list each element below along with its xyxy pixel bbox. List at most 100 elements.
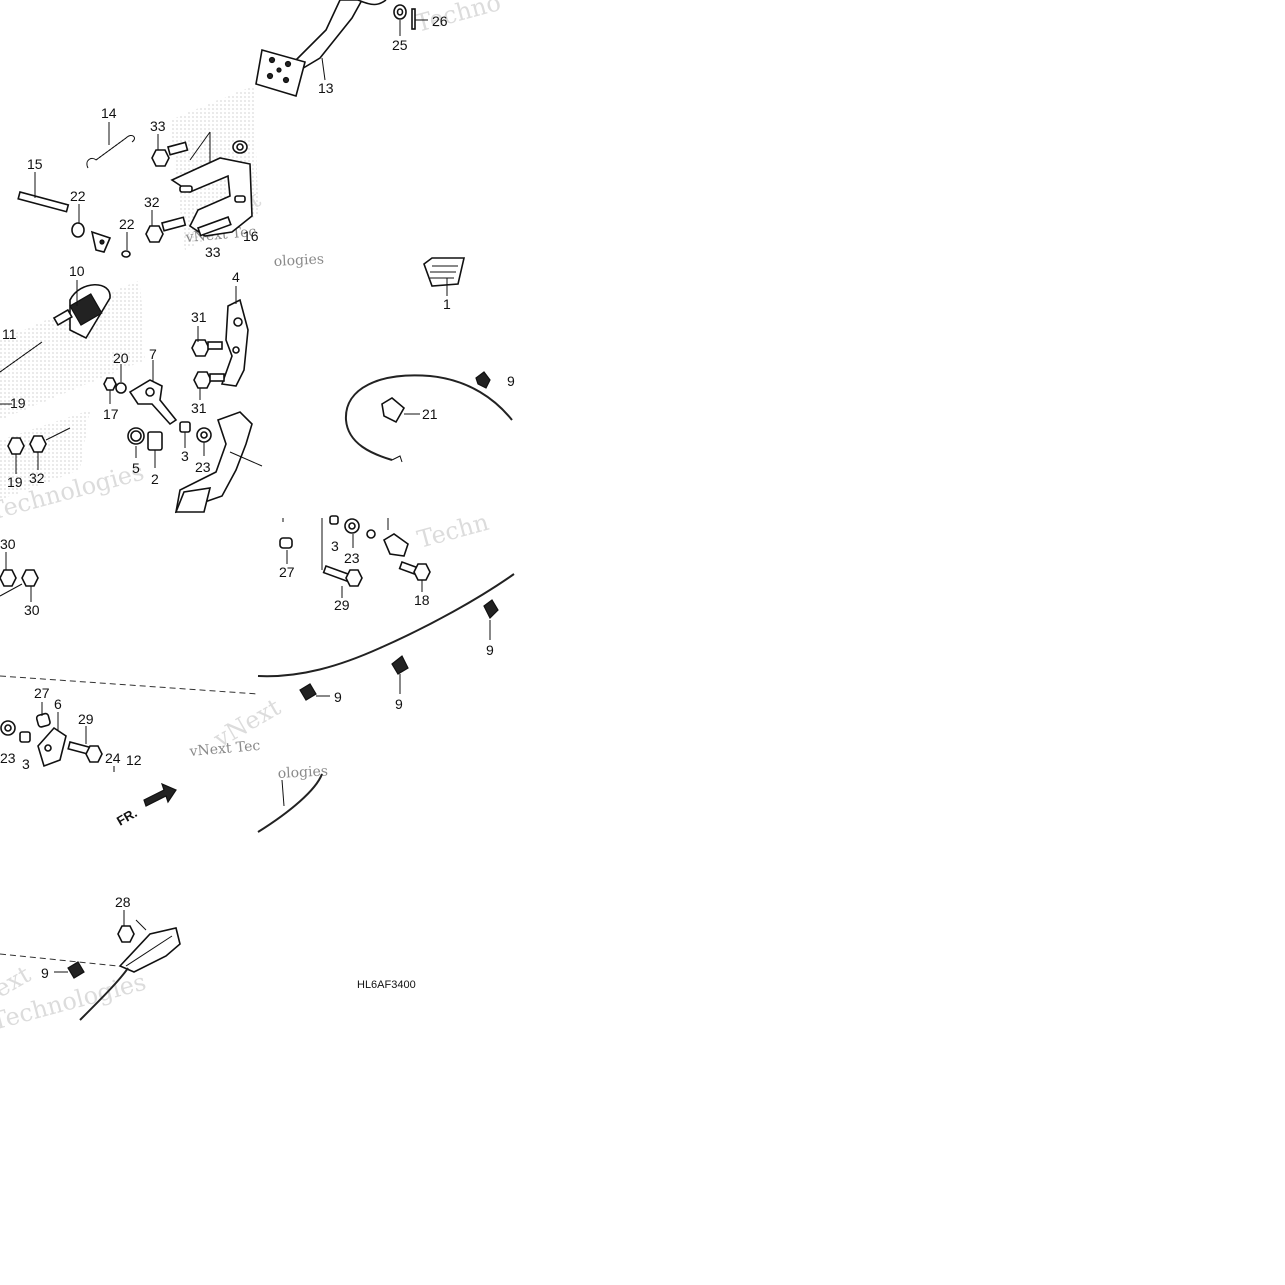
ring <box>366 529 376 539</box>
watermark-ologies-2: ologies <box>277 763 328 782</box>
part-label-30: 30 <box>0 536 16 552</box>
part-label-6: 6 <box>54 696 62 712</box>
fr-label: FR. <box>114 805 140 828</box>
part-label-7: 7 <box>149 346 157 362</box>
cable-upper <box>344 374 513 463</box>
part-label-11: 11 <box>2 326 17 342</box>
part-label-20: 20 <box>113 350 129 366</box>
part-label-3: 3 <box>331 538 339 554</box>
pedal-bracket <box>170 131 253 237</box>
part-label-27: 27 <box>34 685 50 701</box>
collar-22-a <box>71 222 85 238</box>
clip-9-b <box>391 655 409 675</box>
part-number-labels: 25 26 13 14 33 15 22 22 32 33 16 10 4 1 … <box>0 13 515 981</box>
part-label-2: 2 <box>151 471 159 487</box>
part-label-23: 23 <box>0 750 16 766</box>
part-label-12: 12 <box>126 752 142 768</box>
clamp-21 <box>381 397 406 424</box>
part-label-9: 9 <box>334 689 342 705</box>
collar-22-b <box>121 250 131 258</box>
nut-17 <box>103 377 117 391</box>
spring-5 <box>127 427 145 445</box>
part-label-5: 5 <box>132 460 140 476</box>
part-label-15: 15 <box>27 156 43 172</box>
watermark-techn: Techn <box>414 508 491 554</box>
bolt-29-a <box>322 564 363 587</box>
part-label-22: 22 <box>119 216 135 232</box>
bolt-28 <box>117 925 135 943</box>
nuts-30 <box>0 569 39 597</box>
collar-27-a <box>279 537 293 549</box>
part-label-33: 33 <box>205 244 221 260</box>
bolt-31-b <box>193 371 225 389</box>
washer-20 <box>115 382 127 394</box>
spring-11 <box>0 341 43 373</box>
part-label-16: 16 <box>243 228 259 244</box>
bolt-18 <box>398 560 431 581</box>
bracket-bottom <box>118 927 181 973</box>
collar-27-b <box>35 712 51 728</box>
accelerator-pedal-1 <box>423 257 466 287</box>
part-label-23: 23 <box>195 459 211 475</box>
part-label-18: 18 <box>414 592 430 608</box>
part-label-24: 24 <box>105 750 121 766</box>
bush-2 <box>147 431 163 451</box>
cable-bottom <box>79 967 129 1021</box>
cable-mid <box>257 573 515 678</box>
washer-25 <box>393 4 407 20</box>
clip-9-bottom <box>67 961 85 979</box>
bolt-29-b <box>67 741 103 763</box>
part-label-30: 30 <box>24 602 40 618</box>
part-label-25: 25 <box>392 37 408 53</box>
part-label-31: 31 <box>191 400 207 416</box>
lever-6 <box>37 726 67 768</box>
pin-26 <box>411 8 428 30</box>
nut-19 <box>7 437 25 455</box>
front-direction-arrow: FR. <box>114 782 177 829</box>
collar-3-c <box>19 731 31 743</box>
part-label-19: 19 <box>10 395 26 411</box>
part-label-31: 31 <box>191 309 207 325</box>
part-label-1: 1 <box>443 296 451 312</box>
washer-23-b <box>344 518 360 534</box>
part-label-14: 14 <box>101 105 117 121</box>
part-label-9: 9 <box>486 642 494 658</box>
part-label-9: 9 <box>507 373 515 389</box>
spring-14 <box>86 135 135 169</box>
part-label-22: 22 <box>70 188 86 204</box>
part-label-4: 4 <box>232 269 240 285</box>
collar-3-b <box>329 515 339 525</box>
part-label-32: 32 <box>144 194 160 210</box>
part-label-29: 29 <box>78 711 94 727</box>
part-label-9: 9 <box>395 696 403 712</box>
shaft-15 <box>17 191 70 213</box>
clip-9-c <box>299 683 317 701</box>
part-label-9: 9 <box>41 965 49 981</box>
clip-9-a <box>483 599 499 620</box>
part-label-27: 27 <box>279 564 295 580</box>
diagram-code: HL6AF3400 <box>357 979 416 991</box>
bolt-32-left <box>29 427 71 453</box>
bolt-31-a <box>191 339 223 357</box>
washer-23-a <box>196 427 212 443</box>
watermark-ologies-1: ologies <box>273 251 324 270</box>
part-label-26: 26 <box>432 13 448 29</box>
part-label-17: 17 <box>103 406 119 422</box>
part-label-32: 32 <box>29 470 45 486</box>
watermark-techno: Techno <box>412 0 503 38</box>
part-label-28: 28 <box>115 894 131 910</box>
switch-10 <box>52 284 111 340</box>
bolt-32-top <box>145 216 187 243</box>
part-label-13: 13 <box>318 80 334 96</box>
part-label-3: 3 <box>22 756 30 772</box>
brake-pedal-13 <box>255 0 387 98</box>
clip-9-top <box>475 371 491 389</box>
pedal-arm-4 <box>220 298 249 387</box>
collar-3-a <box>179 421 191 433</box>
part-label-29: 29 <box>334 597 350 613</box>
pedal-lower <box>174 411 263 514</box>
arm-7 <box>128 379 178 426</box>
part-label-10: 10 <box>69 263 85 279</box>
bolt-33-mid <box>196 216 232 237</box>
